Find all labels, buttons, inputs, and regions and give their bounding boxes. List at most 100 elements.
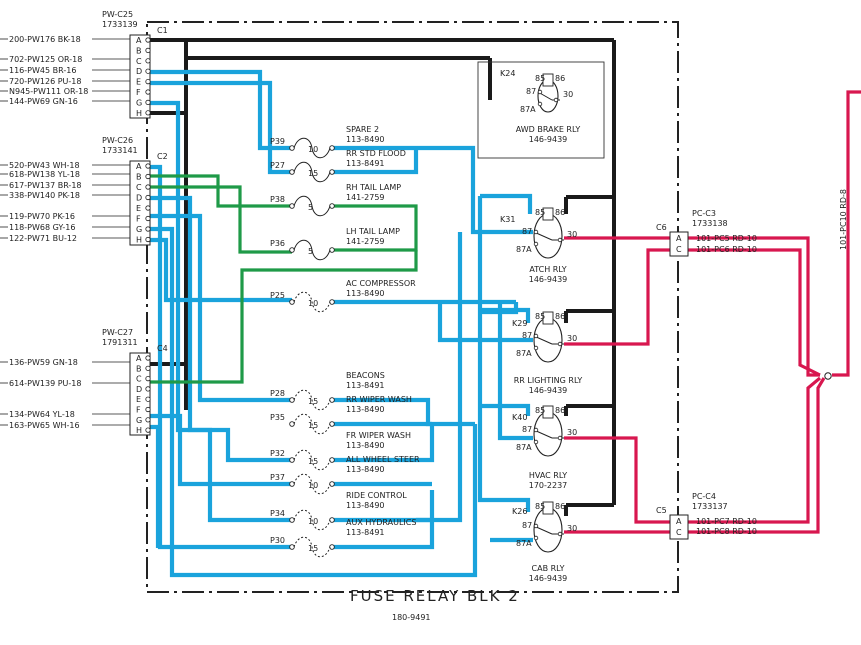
connector-part-number: 1791311 xyxy=(102,338,138,347)
fuse-circuit-name: AUX HYDRAULICS xyxy=(346,518,416,527)
fuse-amperage: 10 xyxy=(308,299,318,308)
connector-pin-letter: E xyxy=(136,395,141,404)
wire-label: 200-PW176 BK-18 xyxy=(9,35,81,44)
fuse-part-number: 113-8490 xyxy=(346,501,385,510)
connector-pin xyxy=(145,236,151,243)
block-part-number: 180-9491 xyxy=(392,613,431,622)
connector-pin-letter: C xyxy=(136,375,142,384)
red-wiring xyxy=(564,90,861,534)
outgoing-wire-label: 101-PC10 RD-8 xyxy=(839,189,848,250)
connector-pin xyxy=(145,427,151,433)
connector-pin xyxy=(145,89,151,95)
relay-name: AWD BRAKE RLY xyxy=(516,125,581,134)
relay-terminal-30: 30 xyxy=(567,524,577,533)
connector-cid: C5 xyxy=(656,506,667,515)
relay-terminal-86: 86 xyxy=(555,406,565,415)
connector-pin-letter: B xyxy=(136,46,142,55)
wire-label: 118-PW68 GY-16 xyxy=(9,223,75,232)
connector-pin-letter: E xyxy=(136,78,141,87)
wire-label: N945-PW111 OR-18 xyxy=(9,87,88,96)
fuse-position: P37 xyxy=(270,473,285,482)
fuse-part-number: 113-8490 xyxy=(346,289,385,298)
connector-pin xyxy=(145,163,151,169)
fuse-circuit-name: AC COMPRESSOR xyxy=(346,279,416,288)
connector-pin-letter: C xyxy=(136,57,142,66)
relay-designator: K26 xyxy=(512,507,527,516)
relay-terminal-85: 85 xyxy=(535,502,545,511)
relay-terminal-86: 86 xyxy=(555,74,565,83)
connector-pin xyxy=(145,365,151,371)
wire-label: 618-PW138 YL-18 xyxy=(9,170,80,179)
relay-designator: K29 xyxy=(512,319,527,328)
connector-pin-letter: D xyxy=(136,385,142,394)
connector-id: PC-C3 xyxy=(692,209,716,218)
relay-terminal-87: 87 xyxy=(522,425,532,434)
block-title: FUSE RELAY BLK 2 xyxy=(350,587,520,605)
fuse-amperage: 15 xyxy=(308,544,318,553)
connector-pc-c3 xyxy=(669,231,689,257)
fuse-circuit-name: LH TAIL LAMP xyxy=(346,227,400,236)
connector-pin-letter: F xyxy=(136,406,141,415)
connector-part-number: 1733141 xyxy=(102,146,138,155)
fuse-position: P30 xyxy=(270,536,285,545)
fuse-amperage: 15 xyxy=(308,421,318,430)
wire-label: 617-PW137 BR-18 xyxy=(9,181,82,190)
wire-label: 338-PW140 PK-18 xyxy=(9,191,80,200)
relay-designator: K40 xyxy=(512,413,527,422)
green-wiring xyxy=(150,174,418,384)
connector-pin xyxy=(145,355,151,361)
connector-pin-letter: F xyxy=(136,88,141,97)
fuse-amperage: 5 xyxy=(308,203,313,212)
wire-label: 122-PW71 BU-12 xyxy=(9,234,77,243)
relay-terminal-86: 86 xyxy=(555,312,565,321)
relay-terminal-87: 87 xyxy=(522,331,532,340)
fuse-circuit-name: RH TAIL LAMP xyxy=(346,183,401,192)
connector-pw-c26 xyxy=(129,160,151,246)
connector-pin xyxy=(145,68,151,74)
connector-pin xyxy=(145,417,151,423)
connector-pin xyxy=(145,99,151,106)
connector-pin-letter: H xyxy=(136,426,142,435)
fuse-position: P35 xyxy=(270,413,285,422)
connector-pin-letter: D xyxy=(136,194,142,203)
connector-pin xyxy=(145,37,151,43)
connector-pin-letter: C xyxy=(676,528,682,537)
connector-pin xyxy=(145,406,151,413)
fuse-circuit-name: RIDE CONTROL xyxy=(346,491,407,500)
connector-pin-letter: E xyxy=(136,204,141,213)
connector-pin xyxy=(145,226,151,232)
relay-part-number: 146-9439 xyxy=(529,275,568,284)
connector-pin-letter: B xyxy=(136,364,142,373)
relay-terminal-87a: 87A xyxy=(516,539,532,548)
wire-label: 720-PW126 PU-18 xyxy=(9,77,81,86)
relay-name: RR LIGHTING RLY xyxy=(514,376,583,385)
fuse-circuit-name: RR WIPER WASH xyxy=(346,395,412,404)
fuse-position: P25 xyxy=(270,291,285,300)
relay-terminal-86: 86 xyxy=(555,208,565,217)
relay-terminal-30: 30 xyxy=(567,230,577,239)
wire-label: 163-PW65 WH-16 xyxy=(9,421,80,430)
wire-label: 520-PW43 WH-18 xyxy=(9,161,80,170)
connector-pin-letter: C xyxy=(136,183,142,192)
connector-pin xyxy=(145,396,151,402)
relay-terminal-85: 85 xyxy=(535,312,545,321)
connector-pin-letter: A xyxy=(136,162,142,171)
relay-terminal-87a: 87A xyxy=(516,349,532,358)
wire-label: 101-PC7 RD-10 xyxy=(696,517,757,526)
connector-cid: C1 xyxy=(157,26,168,35)
relay-terminal-87a: 87A xyxy=(516,245,532,254)
relay-terminal-87: 87 xyxy=(522,227,532,236)
connector-pin-letter: A xyxy=(676,234,682,243)
connector-pin xyxy=(145,386,151,392)
connector-pin xyxy=(145,58,151,64)
fuse-position: P32 xyxy=(270,449,285,458)
